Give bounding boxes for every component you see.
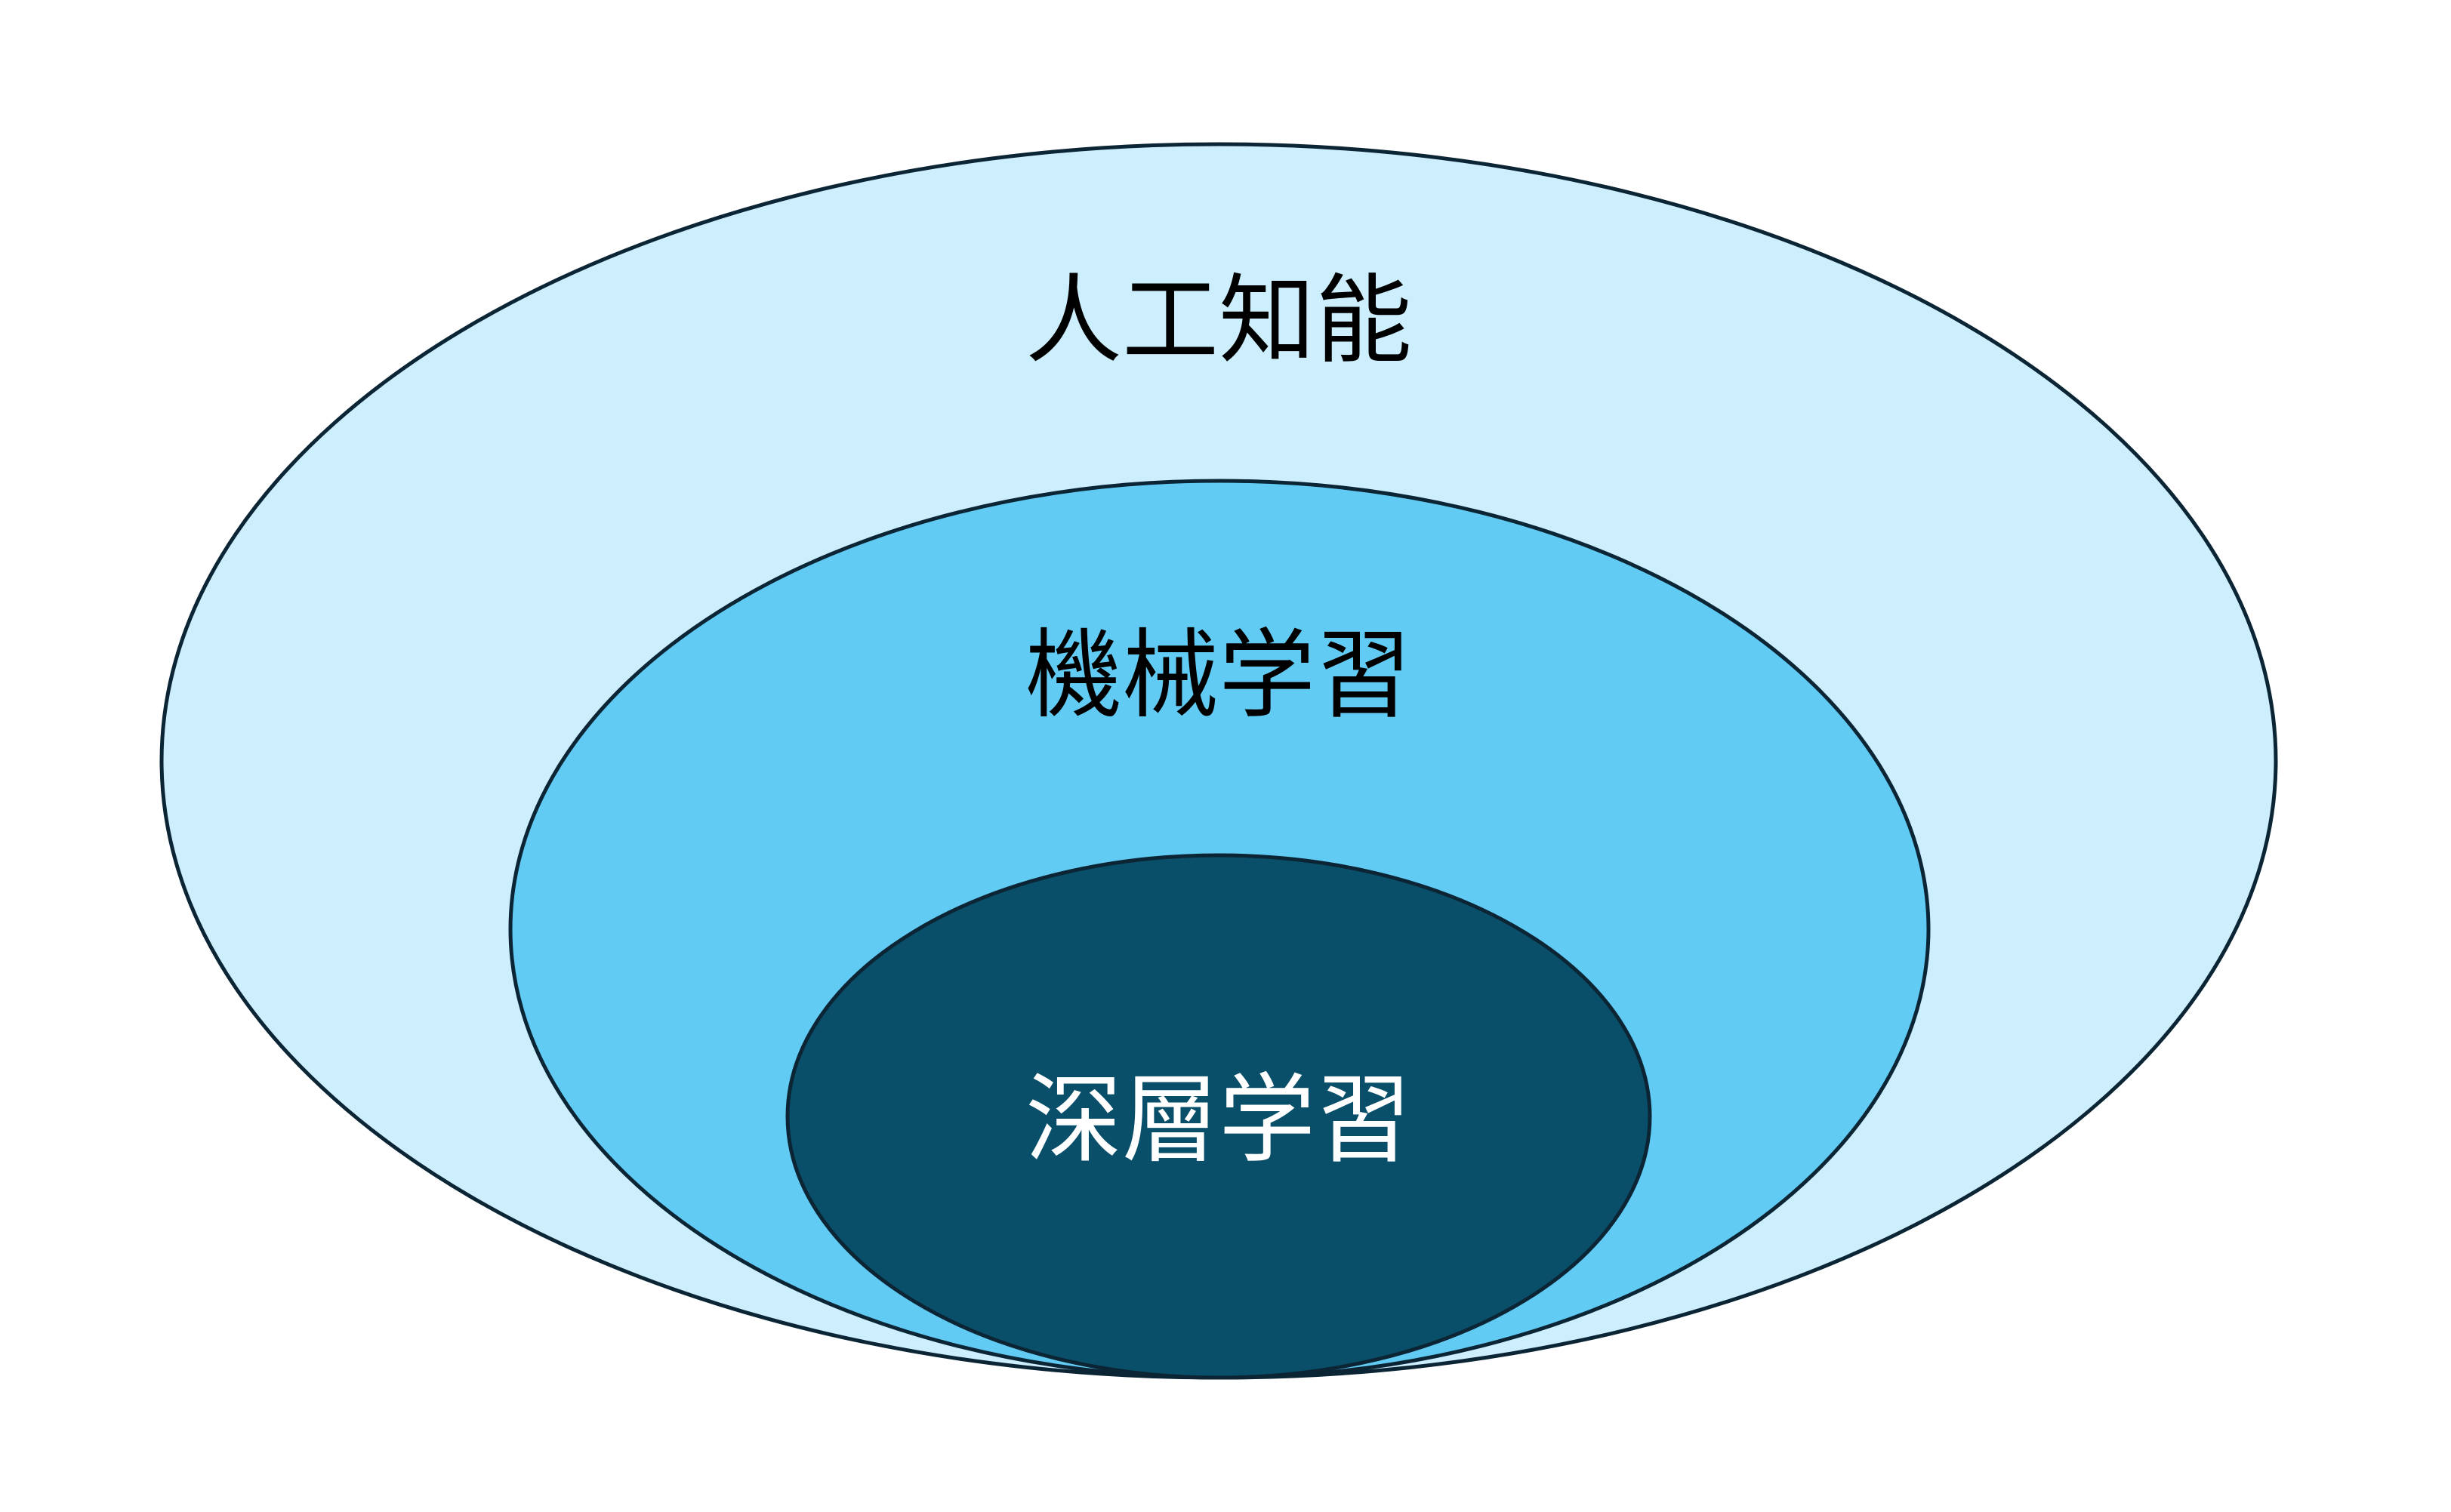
ellipse-deep-learning xyxy=(785,853,1652,1380)
label-deep-learning: 深層学習 xyxy=(1025,1064,1412,1177)
label-artificial-intelligence: 人工知能 xyxy=(1025,265,1412,377)
label-machine-learning: 機械学習 xyxy=(1025,620,1412,732)
